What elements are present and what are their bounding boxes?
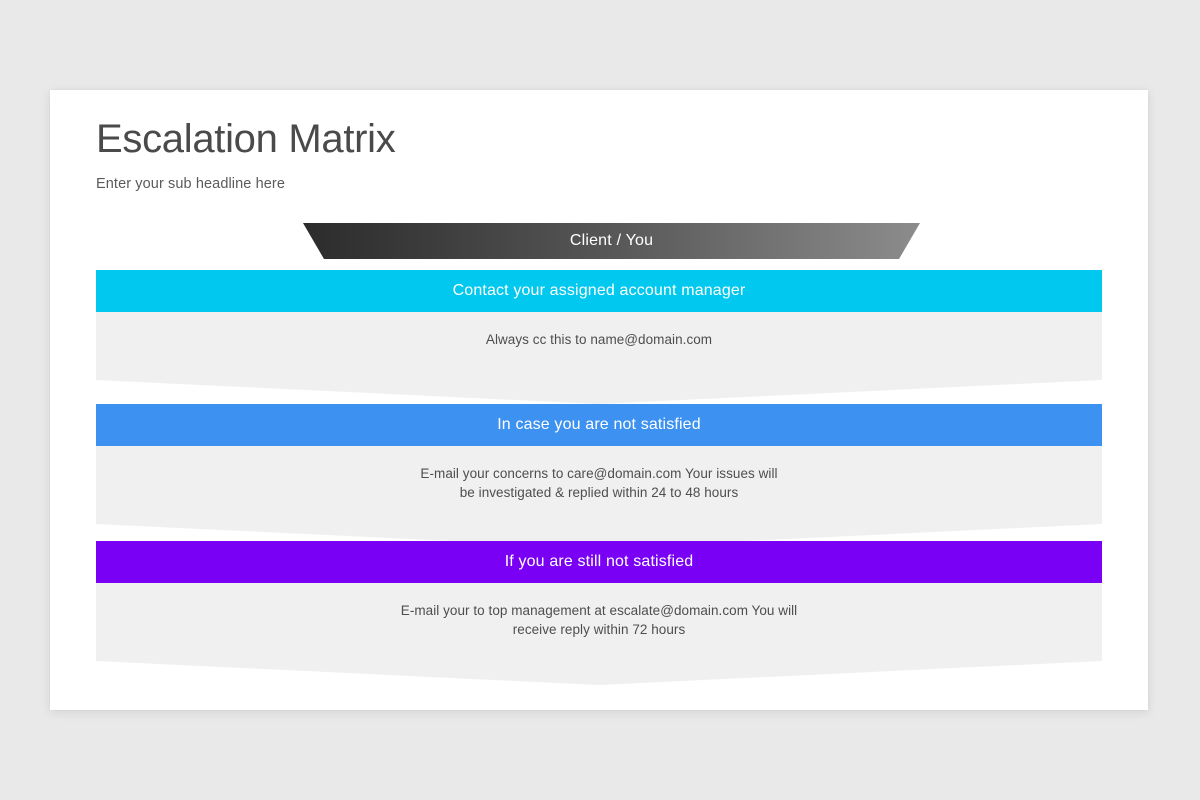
step-2-body-wrap: E-mail your concerns to care@domain.com … — [96, 446, 1102, 548]
step-2-body: E-mail your concerns to care@domain.com … — [96, 446, 1102, 524]
page-title: Escalation Matrix — [96, 117, 396, 161]
step-3-body-wrap: E-mail your to top management at escalat… — [96, 583, 1102, 685]
step-1-body-wrap: Always cc this to name@domain.com — [96, 312, 1102, 404]
page-subtitle: Enter your sub headline here — [96, 176, 286, 192]
slide-header: Escalation Matrix Enter your sub headlin… — [96, 116, 696, 192]
step-1-body: Always cc this to name@domain.com — [96, 312, 1102, 380]
step-3-header[interactable]: If you are still not satisfied — [96, 541, 1102, 583]
step-2-header[interactable]: In case you are not satisfied — [96, 404, 1102, 446]
escalation-step-1: Contact your assigned account manager Al… — [96, 270, 1102, 404]
client-you-banner: Client / You — [303, 223, 920, 259]
step-1-header-label: Contact your assigned account manager — [452, 282, 746, 299]
step-1-body-text: Always cc this to name@domain.com — [485, 332, 713, 347]
step-2-header-label: In case you are not satisfied — [497, 416, 701, 433]
escalation-step-2: In case you are not satisfied E-mail you… — [96, 404, 1102, 548]
slide-canvas: Escalation Matrix Enter your sub headlin… — [50, 90, 1148, 710]
step-3-body: E-mail your to top management at escalat… — [96, 583, 1102, 661]
step-2-body-text: E-mail your concerns to care@domain.com … — [420, 466, 778, 500]
step-3-body-text: E-mail your to top management at escalat… — [400, 603, 798, 637]
step-3-arrow-icon — [96, 661, 1102, 685]
step-1-header[interactable]: Contact your assigned account manager — [96, 270, 1102, 312]
escalation-step-3: If you are still not satisfied E-mail yo… — [96, 541, 1102, 685]
client-you-banner-label: Client / You — [569, 232, 654, 249]
step-3-header-label: If you are still not satisfied — [504, 553, 694, 570]
step-1-arrow-icon — [96, 380, 1102, 404]
